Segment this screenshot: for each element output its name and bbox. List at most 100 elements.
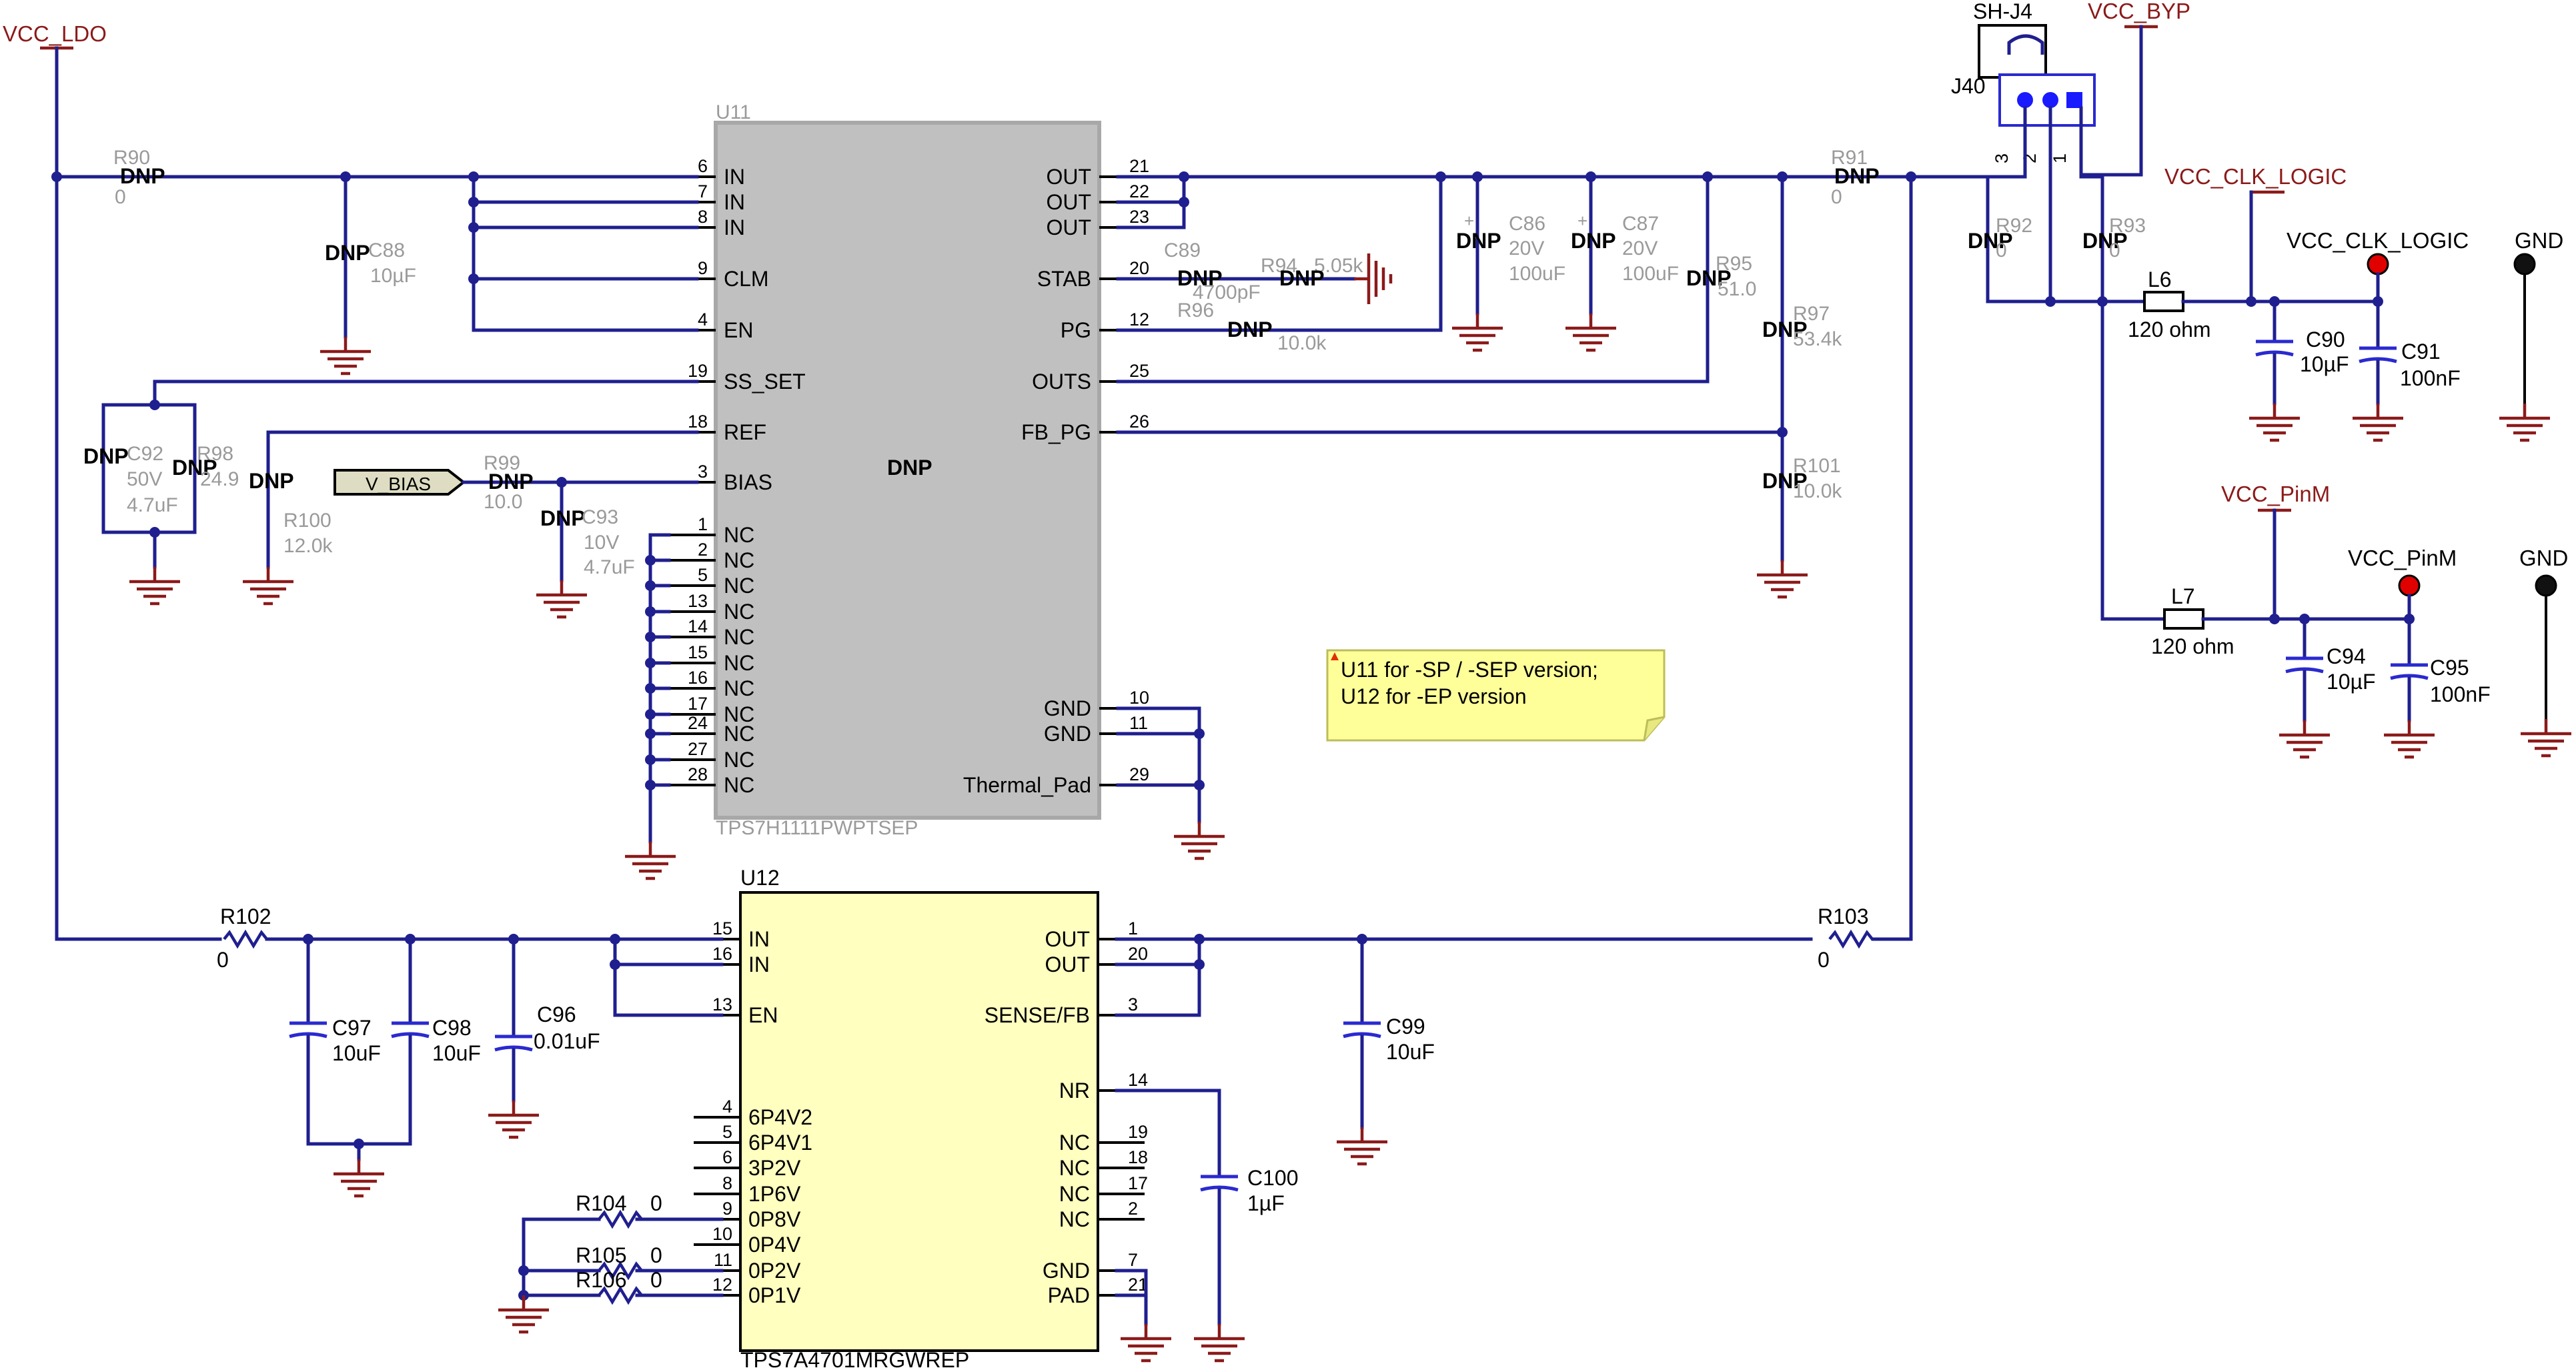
u12-output-network: R103 0 C99 10uF C100 1µF [1115, 904, 1913, 1361]
svg-text:C98: C98 [432, 1016, 472, 1040]
svg-text:C93: C93 [582, 506, 618, 528]
pin-name: IN [748, 952, 770, 976]
svg-text:DNP: DNP [540, 506, 586, 530]
pin-number: 1 [698, 514, 708, 534]
svg-text:4.7uF: 4.7uF [127, 494, 178, 516]
pin-number: 20 [1128, 944, 1148, 964]
svg-text:C100: C100 [1247, 1166, 1299, 1190]
svg-text:VCC_CLK_LOGIC: VCC_CLK_LOGIC [2287, 228, 2469, 253]
pin-name: NC [724, 625, 754, 649]
svg-text:U12 for -EP version: U12 for -EP version [1341, 684, 1527, 708]
pin-name: Thermal_Pad [963, 773, 1091, 797]
pin-1: 1 NC [669, 514, 754, 547]
svg-text:10.0k: 10.0k [1793, 480, 1842, 502]
u11-ref: U11 [716, 101, 751, 123]
pin-name: GND [1043, 1259, 1090, 1283]
pin-name: NC [1059, 1207, 1090, 1231]
svg-text:100nF: 100nF [2400, 366, 2461, 390]
svg-text:DNP: DNP [1762, 317, 1808, 341]
svg-text:C86: C86 [1509, 213, 1545, 235]
pin-name: STAB [1037, 267, 1091, 291]
svg-text:SH-J4: SH-J4 [1973, 0, 2032, 23]
pin-number: 26 [1129, 412, 1149, 432]
pin-number: 15 [688, 642, 708, 662]
svg-text:0.01uF: 0.01uF [534, 1029, 600, 1053]
svg-text:VCC_CLK_LOGIC: VCC_CLK_LOGIC [2164, 164, 2347, 189]
svg-text:51.0: 51.0 [1718, 278, 1756, 300]
svg-text:0: 0 [650, 1243, 662, 1267]
svg-text:R101: R101 [1793, 455, 1841, 477]
svg-text:R95: R95 [1716, 253, 1752, 275]
svg-text:C96: C96 [537, 1002, 576, 1026]
pin-number: 24 [688, 713, 708, 733]
svg-text:L6: L6 [2148, 267, 2172, 291]
svg-text:DNP: DNP [1968, 229, 2013, 253]
pin-number: 29 [1129, 764, 1149, 784]
vcc-byp-power: VCC_BYP [2079, 0, 2190, 177]
pin-number: 21 [1129, 156, 1149, 176]
svg-text:10.0: 10.0 [484, 491, 522, 513]
svg-text:0: 0 [1996, 239, 2007, 261]
svg-text:10uF: 10uF [432, 1041, 481, 1065]
pin-name: IN [724, 165, 745, 189]
svg-text:DNP: DNP [172, 456, 217, 480]
svg-text:C94: C94 [2327, 644, 2366, 668]
pin-12: 12 0P1V [694, 1275, 801, 1307]
svg-text:10.0k: 10.0k [1277, 332, 1327, 354]
svg-text:0: 0 [217, 948, 229, 972]
pin-name: 0P2V [748, 1259, 801, 1283]
svg-text:10µF: 10µF [370, 265, 416, 287]
version-note: U11 for -SP / -SEP version; U12 for -EP … [1326, 649, 1666, 742]
svg-text:DNP: DNP [1686, 266, 1732, 290]
svg-text:R102: R102 [220, 904, 271, 928]
pin-number: 16 [688, 668, 708, 688]
pin-name: NC [724, 523, 754, 547]
pin-name: IN [748, 927, 770, 951]
svg-text:0: 0 [1831, 186, 1842, 208]
pin-name: NC [1059, 1182, 1090, 1206]
svg-text:10µF: 10µF [2300, 352, 2349, 376]
svg-text:5.05k: 5.05k [1314, 255, 1363, 277]
pin-name: PG [1061, 318, 1091, 342]
pin-number: 9 [722, 1199, 732, 1219]
svg-text:C99: C99 [1386, 1014, 1425, 1039]
svg-text:120 ohm: 120 ohm [2151, 634, 2234, 658]
pin-name: OUT [1046, 165, 1091, 189]
svg-text:C89: C89 [1164, 239, 1201, 261]
svg-text:R90: R90 [113, 147, 150, 169]
pin-name: 0P1V [748, 1283, 801, 1307]
svg-text:R99: R99 [484, 452, 520, 474]
svg-text:0: 0 [115, 186, 126, 208]
svg-text:10uF: 10uF [332, 1041, 381, 1065]
pin-number: 8 [698, 207, 708, 227]
pin-name: NC [724, 651, 754, 675]
pin-number: 23 [1129, 207, 1149, 227]
svg-text:C90: C90 [2306, 327, 2345, 352]
svg-text:DNP: DNP [2082, 229, 2128, 253]
pin-number: 10 [1129, 688, 1149, 708]
pin-name: NC [724, 773, 754, 797]
pin-name: NC [724, 702, 754, 726]
svg-text:3: 3 [1992, 153, 2012, 163]
pin-name: OUT [1046, 190, 1091, 214]
bypass-network: DNP R92 0 DNP R93 0 L6 120 ohm L7 120 oh… [1968, 175, 2415, 658]
svg-text:0: 0 [650, 1191, 662, 1215]
svg-text:DNP: DNP [325, 241, 370, 265]
pin-name: NC [724, 722, 754, 746]
pin-number: 12 [712, 1275, 732, 1295]
pin-name: EN [724, 318, 753, 342]
svg-text:R96: R96 [1177, 299, 1214, 321]
u11-output-network: R96 DNP 10.0k C89 DNP 4700pF R94 5.05k D… [1116, 147, 2027, 941]
